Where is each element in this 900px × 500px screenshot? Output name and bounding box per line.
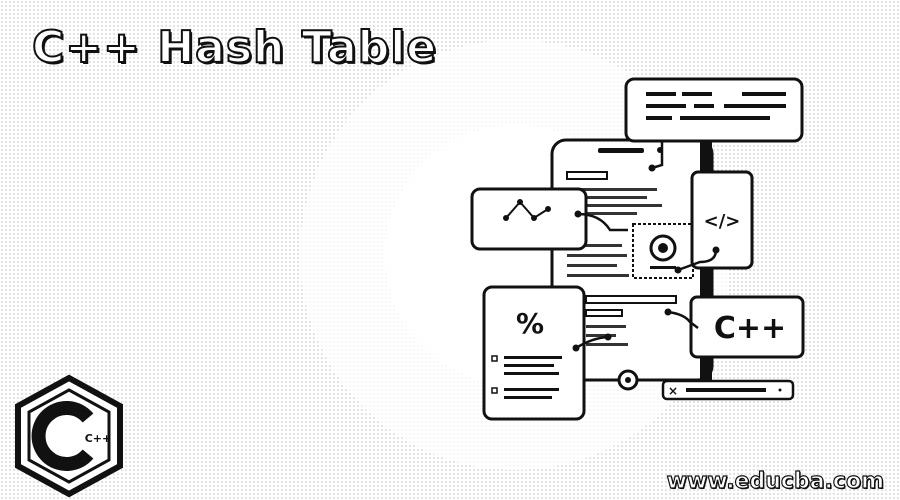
percent-card-label: %: [516, 307, 544, 340]
message-card: [624, 77, 804, 172]
code-card: </>: [674, 170, 754, 274]
footer-url: www.educba.com: [666, 468, 885, 494]
language-card: C++: [664, 295, 805, 359]
percent-card: %: [482, 285, 612, 421]
cpp-logo: C++: [15, 374, 123, 498]
code-card-label: </>: [704, 211, 741, 232]
close-icon: ×: [668, 384, 678, 398]
language-card-label: C++: [714, 311, 786, 346]
page-title: C++ Hash Table: [31, 21, 438, 74]
logo-label: C++: [85, 432, 112, 445]
search-bar: ×: [661, 379, 795, 401]
graph-card: [470, 187, 628, 251]
image-placeholder-card: [632, 223, 694, 279]
